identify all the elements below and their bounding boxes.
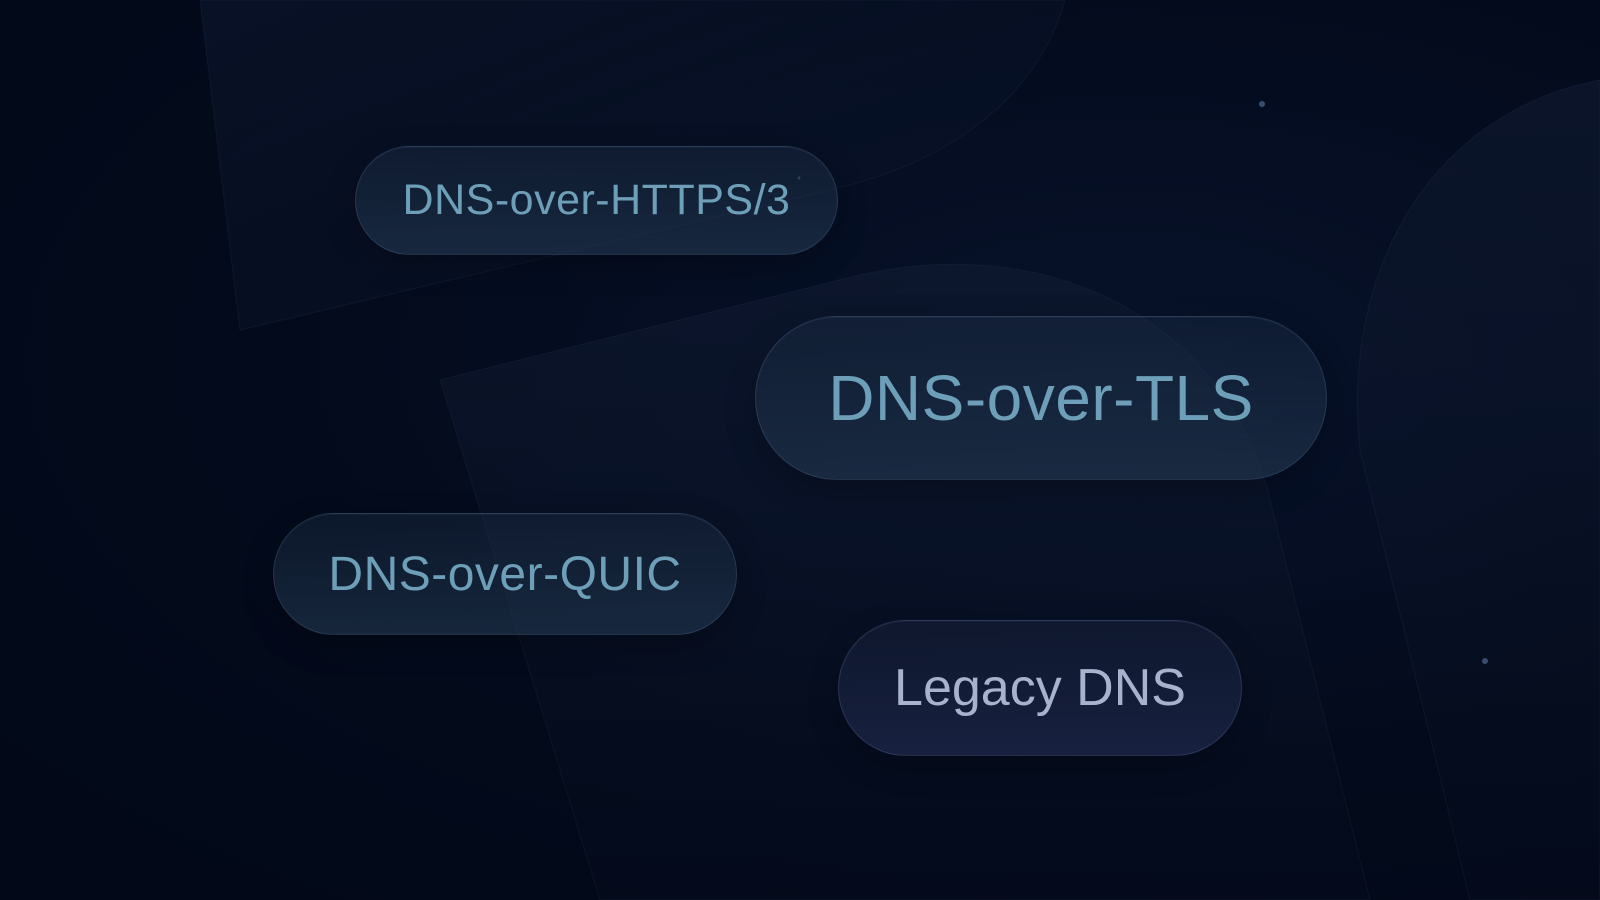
background-shape-right <box>1356 79 1600 900</box>
star-dot <box>1259 101 1265 107</box>
protocol-label: DNS-over-HTTPS/3 <box>402 176 791 224</box>
protocol-pill-quic: DNS-over-QUIC <box>273 513 737 635</box>
protocol-pill-tls: DNS-over-TLS <box>755 316 1327 480</box>
star-dot <box>1482 658 1488 664</box>
protocol-label: DNS-over-TLS <box>828 362 1254 434</box>
protocol-pill-https: DNS-over-HTTPS/3 <box>355 146 838 255</box>
protocol-pill-legacy: Legacy DNS <box>838 620 1242 756</box>
protocol-label: DNS-over-QUIC <box>328 547 682 601</box>
protocol-label: Legacy DNS <box>894 659 1186 717</box>
